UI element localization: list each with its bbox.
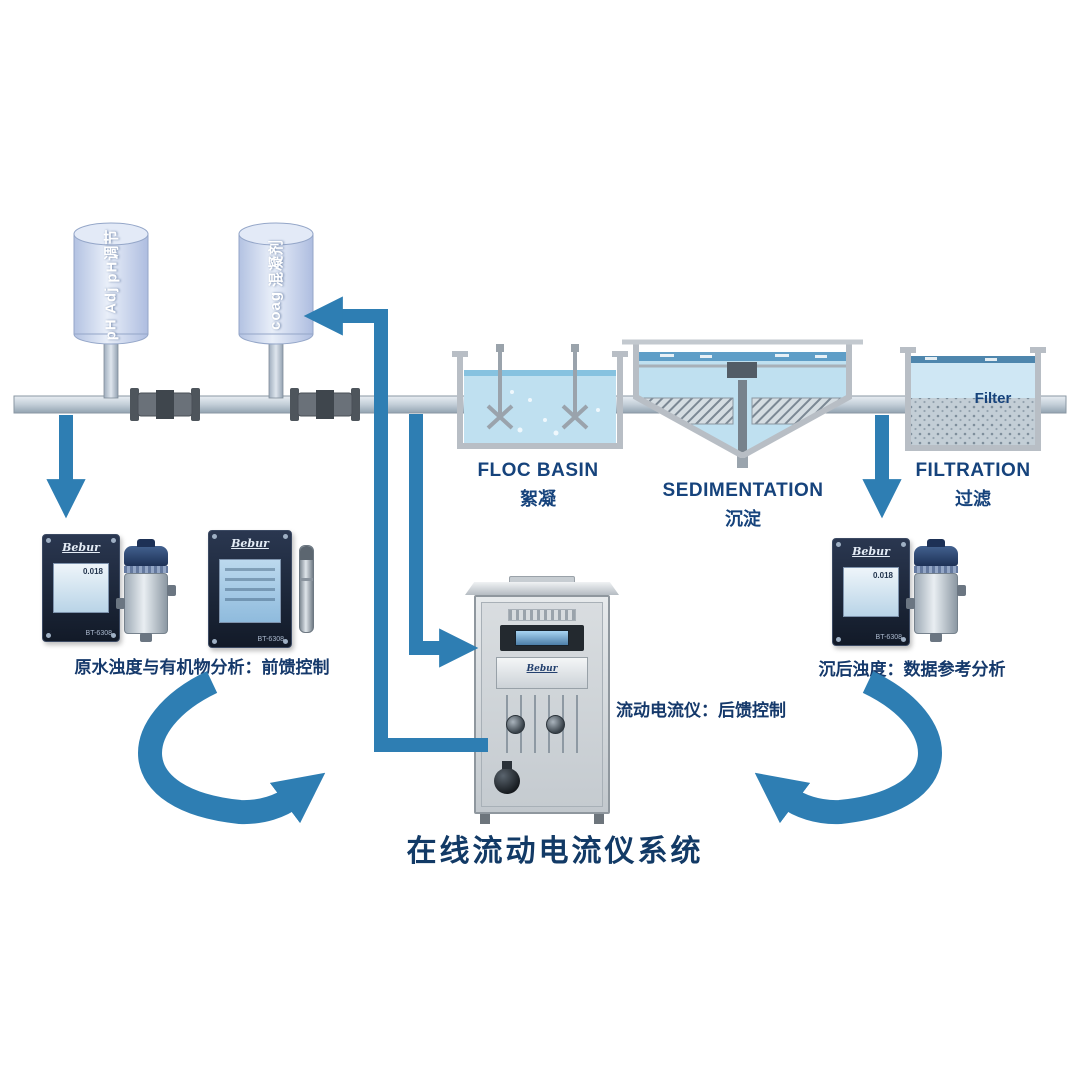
brand-label: Bebur: [526, 664, 558, 674]
stage-label-floc: FLOC BASIN 絮凝: [452, 460, 624, 511]
analyzer-screen: 0.018: [843, 567, 899, 617]
scm-cabinet: Bebur: [465, 576, 619, 824]
model-label: BT-6308: [257, 636, 284, 643]
sedimentation-tank: [622, 339, 863, 468]
sensor-cap: [914, 546, 958, 566]
organics-analyzer-controller: Bebur BT-6308: [208, 530, 292, 648]
tube-fitting-icon: [930, 633, 942, 642]
screen-content: [225, 568, 275, 602]
screen-reading: 0.018: [82, 567, 103, 576]
tube-fitting-icon: [906, 597, 915, 609]
pump-icon: [546, 715, 565, 734]
pump-icon: [506, 715, 525, 734]
probe-ring: [300, 578, 313, 581]
scm-controller-screen: [500, 625, 584, 651]
scm-display: [514, 630, 570, 646]
analyzer-screen: [219, 559, 281, 623]
ph-dosing-stem: [103, 335, 119, 399]
brand-label: Bebur: [852, 545, 890, 558]
cabinet-interior: Bebur: [481, 602, 603, 807]
screw-icon: [901, 542, 906, 547]
settled-flow-cell-sensor: [906, 546, 966, 642]
coag-tank-label-zh: 混凝剂: [268, 238, 286, 287]
tubing-panel: [494, 695, 590, 753]
floc-basin: [452, 344, 628, 449]
dosing-valve-1: [130, 388, 200, 421]
screw-icon: [46, 633, 51, 638]
scm-caption: 流动电流仪：后馈控制: [616, 701, 786, 720]
floc-basin-title: FLOC BASIN: [477, 460, 599, 481]
coag-tank: [238, 222, 314, 345]
settled-turbidity-controller: Bebur 0.018 BT-6308: [832, 538, 910, 646]
filter-media-label: Filter: [974, 390, 1012, 407]
brand-label: Bebur: [231, 537, 269, 550]
ph-tank-label: pH Adj pH调节: [74, 228, 148, 340]
organics-probe-sensor: [299, 545, 314, 633]
screw-icon: [212, 639, 217, 644]
cabinet-feet: [474, 814, 610, 824]
screw-icon: [901, 637, 906, 642]
probe-cap: [300, 546, 313, 560]
cabinet-crown: [465, 582, 619, 595]
screw-icon: [111, 633, 116, 638]
model-label: BT-6308: [85, 630, 112, 637]
raw-analysis-caption: 原水浊度与有机物分析：前馈控制: [74, 658, 330, 677]
model-label: BT-6308: [875, 634, 902, 641]
stage-label-sedimentation: SEDIMENTATION 沉淀: [628, 480, 858, 531]
tube-fitting-icon: [116, 597, 125, 609]
filtration-tank: [900, 347, 1046, 451]
filtration-title: FILTRATION: [915, 460, 1031, 481]
screen-reading: 0.018: [872, 571, 893, 580]
coag-tank-label-en: coag: [267, 290, 285, 330]
sensor-ring: [124, 566, 168, 573]
screw-icon: [283, 639, 288, 644]
sedimentation-title-zh: 沉淀: [725, 509, 761, 529]
sensor-body: [116, 573, 176, 642]
coag-tank-label: coag 混凝剂: [239, 234, 313, 334]
raw-flow-cell-sensor: [116, 546, 176, 642]
floc-mixer: [486, 352, 589, 430]
screw-icon: [212, 534, 217, 539]
settled-analysis-caption: 沉后浊度：数据参考分析: [818, 660, 1006, 679]
screw-icon: [836, 637, 841, 642]
raw-turbidity-controller: Bebur 0.018 BT-6308: [42, 534, 120, 642]
sensor-cap: [124, 546, 168, 566]
tube-fitting-icon: [167, 584, 176, 596]
tube-fitting-icon: [957, 584, 966, 596]
sensor-body: [906, 573, 966, 642]
sedimentation-title: SEDIMENTATION: [662, 480, 824, 501]
scraper-drive: [727, 362, 757, 378]
sensor-ring: [914, 566, 958, 573]
ph-tank-label-en: pH Adj: [102, 286, 120, 340]
floc-basin-title-zh: 絮凝: [520, 489, 556, 509]
coag-dosing-stem: [268, 335, 284, 399]
tube-fitting-icon: [140, 633, 152, 642]
analyzer-screen: 0.018: [53, 563, 109, 613]
page-title: 在线流动电流仪系统: [406, 835, 704, 868]
screw-icon: [46, 538, 51, 543]
screw-icon: [283, 534, 288, 539]
cabinet-body: Bebur: [474, 595, 610, 814]
ph-tank: [73, 222, 149, 345]
screw-icon: [836, 542, 841, 547]
vent-grille: [508, 609, 576, 621]
scm-analyzer-module: Bebur: [496, 657, 588, 689]
stage-label-filtration: FILTRATION 过滤: [885, 460, 1061, 511]
filter-media: [911, 398, 1035, 445]
ph-tank-label-zh: pH调节: [103, 228, 121, 283]
screw-icon: [111, 538, 116, 543]
sample-flask: [494, 768, 520, 794]
brand-label: Bebur: [62, 541, 100, 554]
filtration-title-zh: 过滤: [955, 489, 991, 509]
dosing-valve-2: [290, 388, 360, 421]
